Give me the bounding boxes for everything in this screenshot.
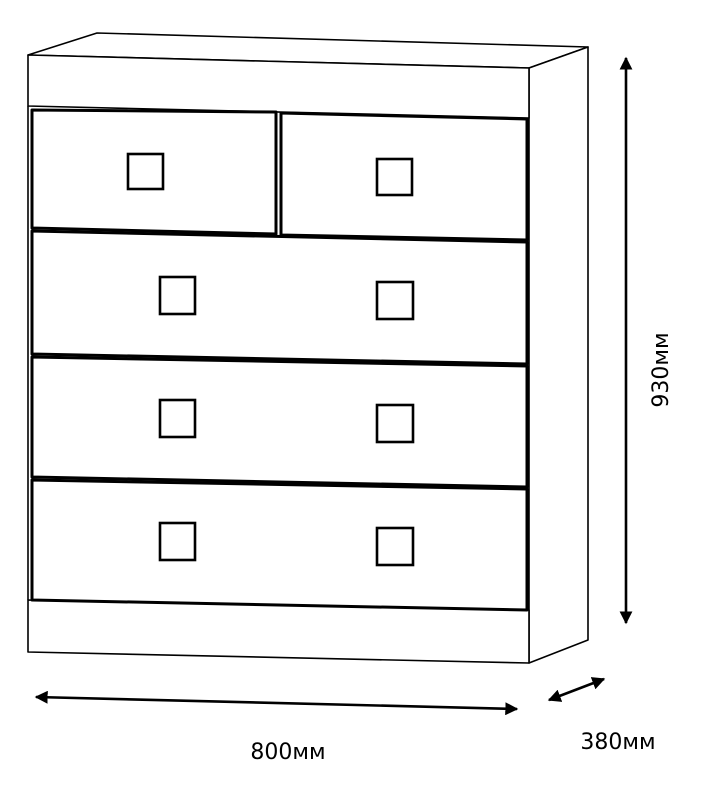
drawer-second[interactable] bbox=[30, 229, 529, 366]
side-panel bbox=[528, 46, 589, 664]
depth-arrow bbox=[547, 677, 606, 702]
square-handle-icon[interactable] bbox=[375, 403, 415, 444]
top-rail bbox=[27, 54, 530, 119]
square-handle-icon[interactable] bbox=[126, 152, 165, 191]
depth-label: 380мм bbox=[580, 730, 655, 755]
dimension-height: 930мм bbox=[619, 56, 674, 625]
square-handle-icon[interactable] bbox=[375, 526, 415, 567]
square-handle-icon[interactable] bbox=[158, 521, 197, 562]
dimension-width: 800мм bbox=[34, 690, 519, 765]
width-label: 800мм bbox=[250, 740, 325, 765]
drawer-third[interactable] bbox=[30, 355, 529, 489]
drawer-handles bbox=[126, 152, 415, 567]
height-label: 930мм bbox=[649, 332, 674, 407]
square-handle-icon[interactable] bbox=[375, 280, 415, 321]
width-arrow bbox=[34, 690, 519, 716]
square-handle-icon[interactable] bbox=[375, 157, 414, 197]
dimension-depth: 380мм bbox=[547, 677, 656, 755]
chest-body bbox=[27, 32, 589, 664]
drawer-bottom[interactable] bbox=[30, 478, 529, 612]
drawers bbox=[30, 108, 529, 612]
square-handle-icon[interactable] bbox=[158, 275, 197, 316]
square-handle-icon[interactable] bbox=[158, 398, 197, 439]
